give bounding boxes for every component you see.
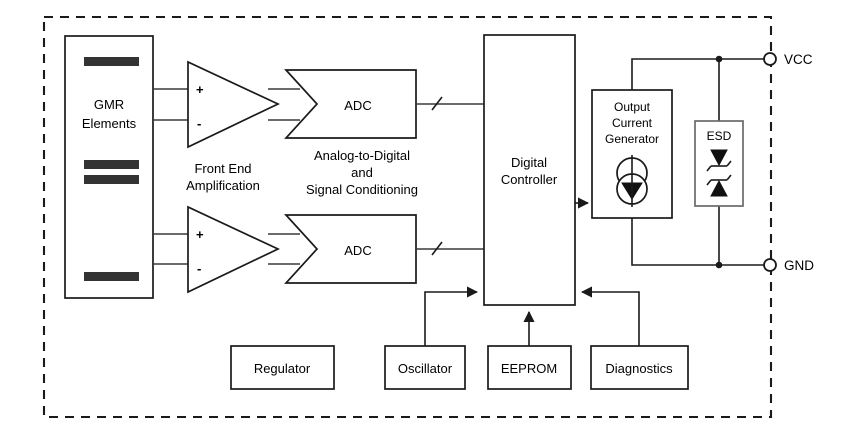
adc-top-label: ADC	[344, 98, 371, 113]
adc-block-bottom: ADC	[284, 214, 417, 284]
gmr-bar-3	[84, 175, 139, 184]
junction-dot-vcc	[715, 55, 723, 63]
gnd-label: GND	[784, 258, 814, 273]
front-end-amplifier-bottom: + -	[187, 205, 280, 294]
regulator-label: Regulator	[254, 361, 311, 376]
eeprom-label: EEPROM	[501, 361, 557, 376]
digital-controller-label-line2: Controller	[501, 172, 558, 187]
adc-caption-line3: Signal Conditioning	[306, 182, 418, 197]
amp-top-minus-sign: -	[197, 116, 201, 131]
gmr-bar-4	[84, 272, 139, 281]
amp-bottom-minus-sign: -	[197, 261, 201, 276]
vcc-pin: VCC	[763, 52, 813, 67]
zener-diode-lower-body	[710, 179, 728, 197]
zener-diode-lower-tick-left	[706, 179, 712, 186]
zener-diode-upper-tick-right	[726, 160, 732, 167]
diagnostics-label: Diagnostics	[605, 361, 673, 376]
zener-diode-upper-body	[710, 149, 728, 167]
bus-slash-bottom	[431, 241, 443, 256]
ocg-label-line2: Current	[612, 116, 653, 130]
amp-top-plus-sign: +	[196, 82, 204, 97]
bus-slash-top	[431, 96, 443, 111]
output-current-generator-block: Output Current Generator	[591, 89, 673, 219]
wire-ocg-to-vcc-rail	[631, 58, 768, 90]
digital-controller-block: Digital Controller	[483, 34, 576, 306]
wire-ocg-to-gnd-rail	[631, 218, 768, 266]
diagnostics-block: Diagnostics	[590, 345, 689, 390]
gmr-label-line2: Elements	[82, 116, 137, 131]
gnd-pin: GND	[763, 258, 814, 273]
ocg-label-line1: Output	[614, 100, 651, 114]
ocg-label-line3: Generator	[605, 132, 659, 146]
adc-bottom-label: ADC	[344, 243, 371, 258]
gmr-bar-2	[84, 160, 139, 169]
amp-bottom-plus-sign: +	[196, 227, 204, 242]
oscillator-label: Oscillator	[398, 361, 453, 376]
eeprom-block: EEPROM	[487, 345, 572, 390]
adc-caption-line1: Analog-to-Digital	[314, 148, 410, 163]
adc-caption-line2: and	[351, 165, 373, 180]
junction-dot-gnd	[715, 261, 723, 269]
front-end-caption-line2: Amplification	[186, 178, 260, 193]
digital-controller-label-line1: Digital	[511, 155, 547, 170]
vcc-label: VCC	[784, 52, 813, 67]
zener-diode-upper-tick-left	[706, 165, 712, 172]
front-end-caption-line1: Front End	[194, 161, 251, 176]
esd-block: ESD	[694, 120, 744, 207]
zener-diode-lower-tick-right	[726, 174, 732, 181]
wire-oscillator-to-controller	[424, 286, 479, 346]
oscillator-block: Oscillator	[384, 345, 466, 390]
gmr-label-line1: GMR	[94, 97, 124, 112]
gmr-elements-block: GMR Elements	[64, 35, 154, 299]
ic-package-boundary	[42, 15, 773, 419]
wire-diagnostics-to-controller	[580, 286, 640, 346]
adc-block-top: ADC	[284, 69, 417, 139]
front-end-amplifier-top: + -	[187, 60, 280, 149]
gmr-bar-1	[84, 57, 139, 66]
esd-label: ESD	[707, 129, 732, 143]
regulator-block: Regulator	[230, 345, 335, 390]
